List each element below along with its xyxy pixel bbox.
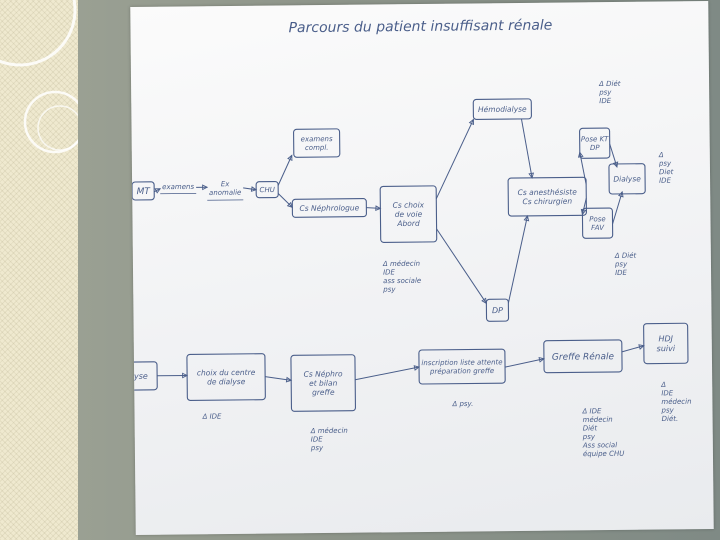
node-label-cs-nephro: Cs Néphrologue [299,203,359,213]
node-label-choix-voie: Cs choixde voieAbord [393,200,425,228]
node-label-inscription: inscription liste attentepréparation gre… [421,358,502,375]
annotation-top-right: Δ DiétpsyIDE [598,80,621,105]
annotation-fav-below: Δ DiétpsyIDE [614,252,637,277]
poster-title: Parcours du patient insuffisant rénale [288,18,552,37]
node-label-cs-nephro-bilan: Cs Néphroet bilangreffe [304,369,344,397]
annotation-nephro-bilan-below: Δ médecinIDEpsy [310,427,348,452]
node-label-dp: DP [492,306,503,315]
flow-arrow-10 [521,119,532,178]
arrow-head-icon [470,119,474,124]
node-label-hemodialyse: Hémodialyse [478,105,527,115]
flowchart-diagram: Parcours du patient insuffisant rénaleMT… [130,1,713,535]
slide-decoration-strip [0,0,78,540]
flow-arrow-5 [278,193,292,207]
flow-arrow-8 [437,228,487,304]
node-label-cs-anesth: Cs anesthésisteCs chirurgien [518,187,578,206]
flow-arrow-9 [507,216,528,303]
flow-arrow-17 [355,367,419,380]
decorative-rings [0,0,78,540]
connector-arrows [153,118,644,384]
flow-arrow-18 [505,359,544,367]
flow-arrow-7 [435,119,474,198]
node-label-chu: CHU [259,186,274,194]
annotation-inscription-below: Δ psy. [451,400,473,408]
node-label-mt: MT [137,187,152,197]
annotation-right-mid: ΔpsyDietIDE [658,151,674,185]
node-label-dialyse-right: Dialyse [613,174,641,183]
annotation-hdj-below: ΔIDEmédecinpsyDiét. [660,381,692,423]
node-label-fav: PoseFAV [589,215,606,232]
arrow-head-icon [288,155,292,160]
node-label-choix-centre: choix du centrede dialyse [197,368,256,387]
annotation-greffe-below: Δ IDEmédecinDiétpsyAss socialéquipe CHU [581,407,624,458]
node-label-hdj: HDJsuivi [656,334,675,353]
node-label-pose-kt: Pose KTDP [581,135,609,152]
flow-arrow-14 [612,192,622,224]
node-label-examens-2: Exanomalie [209,180,241,197]
node-label-examens-compl: examenscompl. [301,135,333,152]
arrow-head-icon [155,189,160,193]
annotation-choix-voie-below: Δ médecinIDEass socialepsy [382,260,421,294]
node-label-greffe: Greffe Rénale [552,351,615,363]
node-label-examens: examens [162,183,194,191]
annotation-centre-below: Δ IDE [202,413,223,421]
